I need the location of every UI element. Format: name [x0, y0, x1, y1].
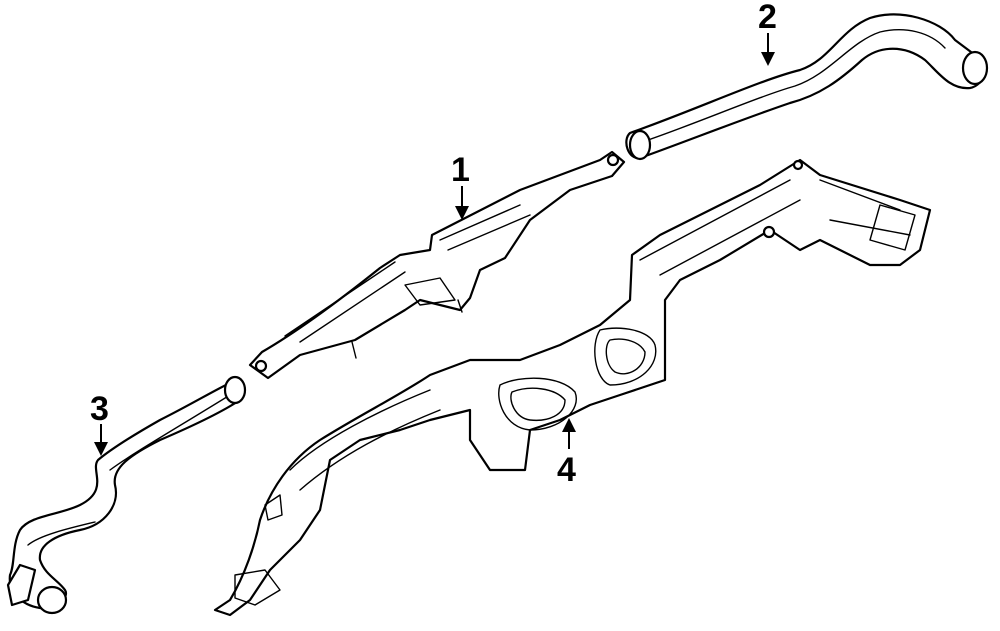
- callout-3: 3: [90, 390, 109, 456]
- callout-4-arrowhead: [562, 418, 576, 432]
- part-1-bracket: [248, 150, 626, 380]
- callout-2-label: 2: [758, 0, 777, 36]
- part-4-main-duct: [213, 158, 932, 617]
- callout-1-arrowhead: [455, 206, 469, 220]
- callout-1: 1: [451, 151, 470, 220]
- callout-2-arrowhead: [761, 52, 775, 66]
- callout-2: 2: [758, 0, 777, 66]
- callout-3-arrowhead: [94, 442, 108, 456]
- callout-3-label: 3: [90, 390, 109, 428]
- callout-1-label: 1: [451, 151, 470, 189]
- part-3-duct: [6, 375, 247, 615]
- callout-4: 4: [557, 418, 576, 489]
- part-2-duct: [625, 13, 989, 161]
- callout-4-label: 4: [557, 451, 576, 489]
